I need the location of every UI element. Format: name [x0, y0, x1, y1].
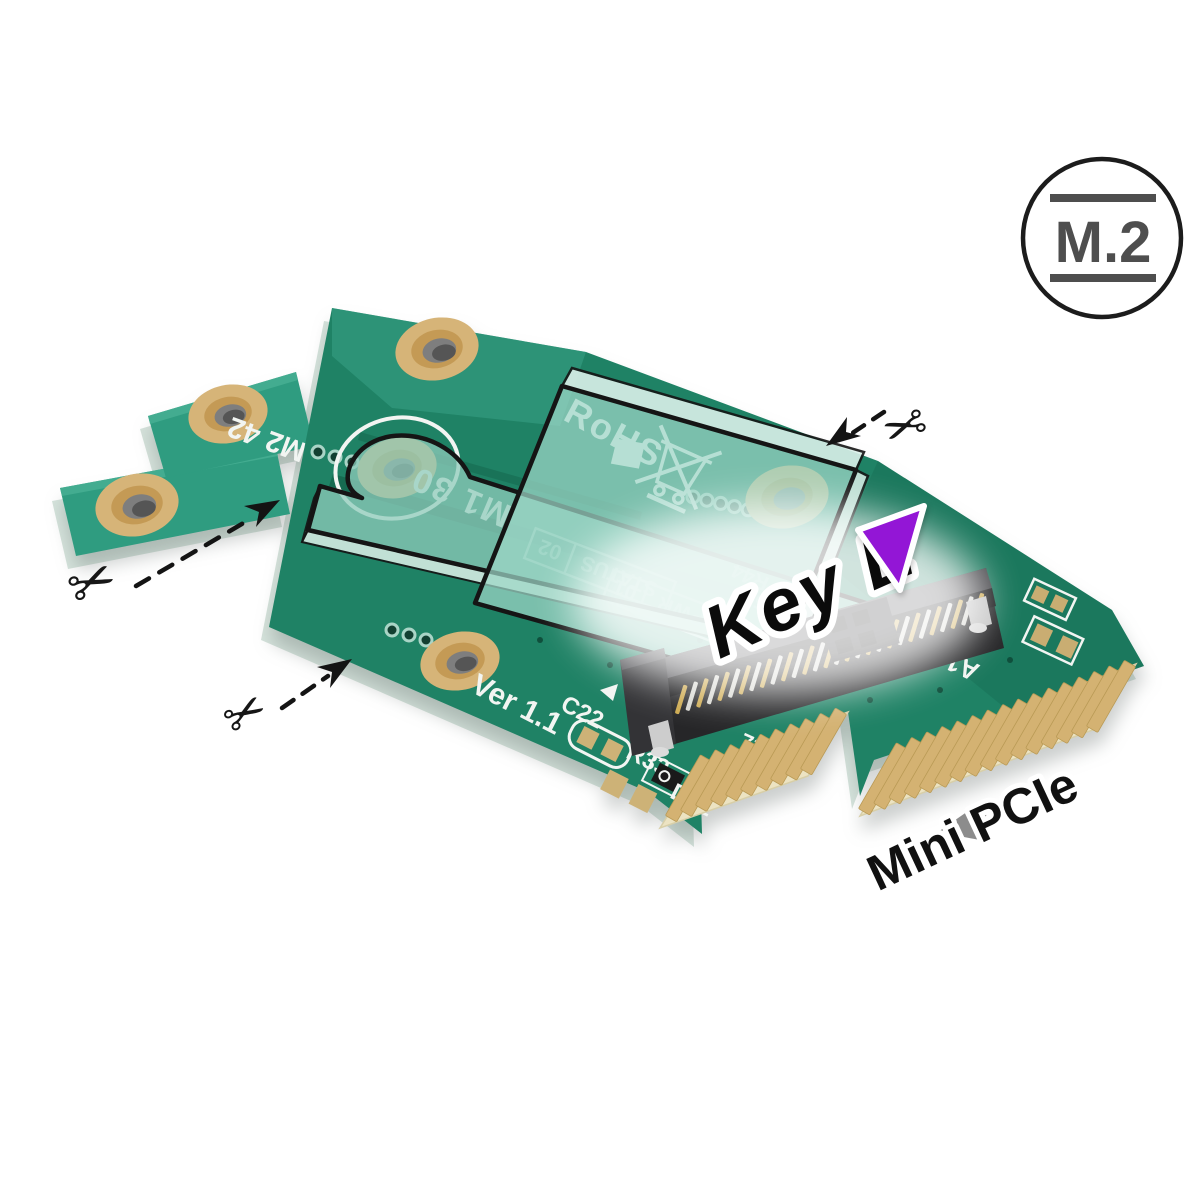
- m2-badge: M.2: [1020, 156, 1184, 320]
- solder-blob: [651, 747, 669, 757]
- m2-badge-top-bar: [1050, 194, 1156, 202]
- socket-clip: [648, 720, 674, 754]
- scissors-icon: ✂: [873, 389, 934, 458]
- screw-pad-ring: [95, 473, 179, 537]
- cut-annotation-bottom: ✂: [212, 659, 352, 748]
- screw-pad-ring: [188, 384, 268, 444]
- gold-fingers-left: [665, 708, 847, 822]
- c22-footprint: [567, 719, 633, 769]
- m2-badge-label: M.2: [1055, 210, 1152, 275]
- cut-arrowhead: [317, 659, 352, 688]
- screw-pad-ring: [395, 317, 479, 381]
- screw-pad-ring: [420, 631, 500, 691]
- m2-badge-bottom-bar: [1050, 274, 1156, 282]
- cut-arrowhead: [244, 500, 280, 527]
- r33-footprint: [600, 769, 658, 814]
- cut-arrowhead: [826, 417, 861, 446]
- mini-pcie-edge-fingers: [658, 660, 1138, 830]
- gold-fingers-right: [858, 660, 1136, 815]
- key-e-purple-triangle-icon: [855, 503, 927, 593]
- scissors-icon: ✂: [212, 679, 277, 749]
- cut-dashed-line: [845, 409, 887, 439]
- edge-footprints: [1020, 577, 1085, 667]
- cut-dashed-line: [133, 515, 255, 589]
- cut-dashed-line: [279, 673, 331, 711]
- mini-pcie-gray-triangle-icon: [938, 800, 990, 842]
- breakaway-strip-m2-42: M2 42: [148, 372, 314, 478]
- silk-arrow-mark: [600, 684, 618, 701]
